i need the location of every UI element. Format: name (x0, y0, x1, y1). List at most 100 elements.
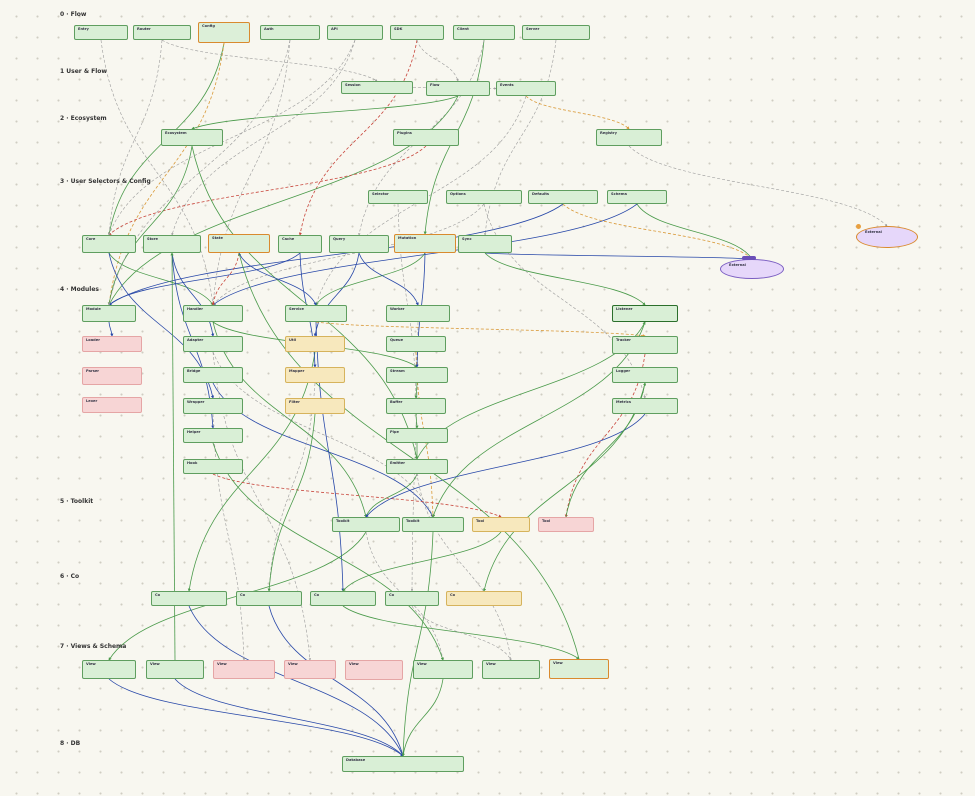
node-tool-a[interactable]: Tool (472, 517, 530, 532)
edge-n65-n44 (416, 473, 512, 661)
node-session[interactable]: Session (341, 81, 413, 94)
node-tool-b[interactable]: Tool (538, 517, 594, 532)
node-mutation[interactable]: Mutation (394, 234, 456, 253)
node-core[interactable]: Core (82, 235, 136, 253)
node-queue[interactable]: Queue (386, 336, 446, 352)
edge-n3-n26 (107, 42, 225, 306)
node-sdk[interactable]: SDK (390, 25, 444, 40)
node-cache[interactable]: Cache (278, 235, 322, 253)
node-view-b[interactable]: View (146, 660, 204, 679)
edge-n2-n9 (161, 39, 378, 82)
edge-n44-n50 (365, 473, 418, 518)
node-server[interactable]: Server (522, 25, 590, 40)
node-entry[interactable]: Entry (74, 25, 128, 40)
node-auth[interactable]: Auth (260, 25, 320, 40)
node-router[interactable]: Router (133, 25, 191, 40)
node-logger[interactable]: Logger (612, 367, 678, 383)
node-adapter[interactable]: Adapter (183, 336, 243, 352)
edge-n38-n47 (315, 321, 646, 338)
node-sync[interactable]: Sync (458, 235, 512, 253)
node-co-a[interactable]: Co (151, 591, 227, 606)
node-view-f[interactable]: View (413, 660, 473, 679)
node-metrics[interactable]: Metrics (612, 398, 678, 414)
node-util[interactable]: Util (285, 336, 345, 352)
node-ecosystem[interactable]: Ecosystem (161, 129, 223, 146)
node-co-d[interactable]: Co (385, 591, 439, 606)
node-pipe[interactable]: Pipe (386, 428, 448, 443)
edge-n52-n56 (342, 531, 502, 592)
node-events[interactable]: Events (496, 81, 556, 96)
node-selector[interactable]: Selector (368, 190, 428, 204)
node-buffer[interactable]: Buffer (386, 398, 446, 414)
node-co-b[interactable]: Co (236, 591, 302, 606)
edge-n21-n38 (238, 252, 317, 306)
node-co-c[interactable]: Co (310, 591, 376, 606)
edge-n11-n14 (525, 95, 630, 130)
node-flow[interactable]: Flow (426, 81, 490, 96)
edge-n51-n67 (401, 531, 434, 757)
node-registry[interactable]: Registry (596, 129, 662, 146)
node-view-g[interactable]: View (482, 660, 540, 679)
node-parser[interactable]: Parser (82, 367, 142, 385)
node-client[interactable]: Client (453, 25, 515, 40)
node-mapper[interactable]: Mapper (285, 367, 345, 383)
node-external-b[interactable]: External (720, 259, 784, 279)
node-tracker[interactable]: Tracker (612, 336, 678, 354)
node-bridge[interactable]: Bridge (183, 367, 243, 383)
node-emitter[interactable]: Emitter (386, 459, 448, 474)
node-external-a[interactable]: External (856, 226, 918, 248)
node-module[interactable]: Module (82, 305, 136, 322)
node-lexer[interactable]: Lexer (82, 397, 142, 413)
edge-n42-n43 (415, 413, 419, 429)
node-co-e[interactable]: Co (446, 591, 522, 606)
edge-n22-n26 (108, 252, 301, 306)
node-view-e[interactable]: View (345, 660, 403, 680)
node-view-h[interactable]: View (549, 659, 609, 679)
node-wrapper[interactable]: Wrapper (183, 398, 243, 414)
node-loader[interactable]: Loader (82, 336, 142, 352)
node-api[interactable]: API (327, 25, 383, 40)
node-toolkit-a[interactable]: Toolkit (332, 517, 400, 532)
edge-n33-n61 (212, 413, 246, 661)
node-query[interactable]: Query (329, 235, 389, 253)
edge-n17-n26 (108, 203, 564, 306)
node-helper[interactable]: Helper (183, 428, 243, 443)
edge-n55-n67 (268, 605, 404, 757)
edge-n57-n65 (411, 605, 512, 661)
node-view-c[interactable]: View (213, 660, 275, 679)
lane-4: 4 · Modules (60, 286, 99, 293)
node-view-a[interactable]: View (82, 660, 136, 679)
edge-n6-n10 (416, 39, 459, 82)
node-toolkit-b[interactable]: Toolkit (402, 517, 464, 532)
edge-n25-n69 (484, 252, 753, 261)
node-defaults[interactable]: Defaults (528, 190, 598, 204)
node-store[interactable]: Store (143, 235, 201, 253)
node-options[interactable]: Options (446, 190, 522, 204)
status-dot-icon (856, 224, 861, 229)
node-handler[interactable]: Handler (183, 305, 243, 322)
node-config[interactable]: Config (198, 22, 250, 43)
edge-n8-n25 (484, 39, 557, 236)
node-database[interactable]: Database (342, 756, 464, 772)
node-listener[interactable]: Listener (612, 305, 678, 322)
edge-n16-n30 (212, 203, 485, 306)
edge-n2-n19 (107, 39, 163, 236)
node-state[interactable]: State (208, 234, 270, 253)
lane-0: 0 · Flow (60, 11, 87, 18)
lane-2: 2 · Ecosystem (60, 115, 107, 122)
edge-n37-n55 (267, 413, 316, 592)
edge-n38-n56 (315, 321, 345, 592)
edge-n25-n45 (484, 252, 646, 306)
edge-n44-n45 (416, 321, 646, 460)
node-filter[interactable]: Filter (285, 398, 345, 414)
node-view-d[interactable]: View (284, 660, 336, 679)
node-service[interactable]: Service (285, 305, 347, 322)
lane-8: 8 · DB (60, 740, 81, 747)
node-plugins[interactable]: Plugins (393, 129, 459, 146)
node-stream[interactable]: Stream (386, 367, 448, 383)
node-worker[interactable]: Worker (386, 305, 450, 322)
edge-n26-n27 (108, 321, 114, 337)
node-schema[interactable]: Schema (607, 190, 667, 204)
node-hook[interactable]: Hook (183, 459, 243, 474)
